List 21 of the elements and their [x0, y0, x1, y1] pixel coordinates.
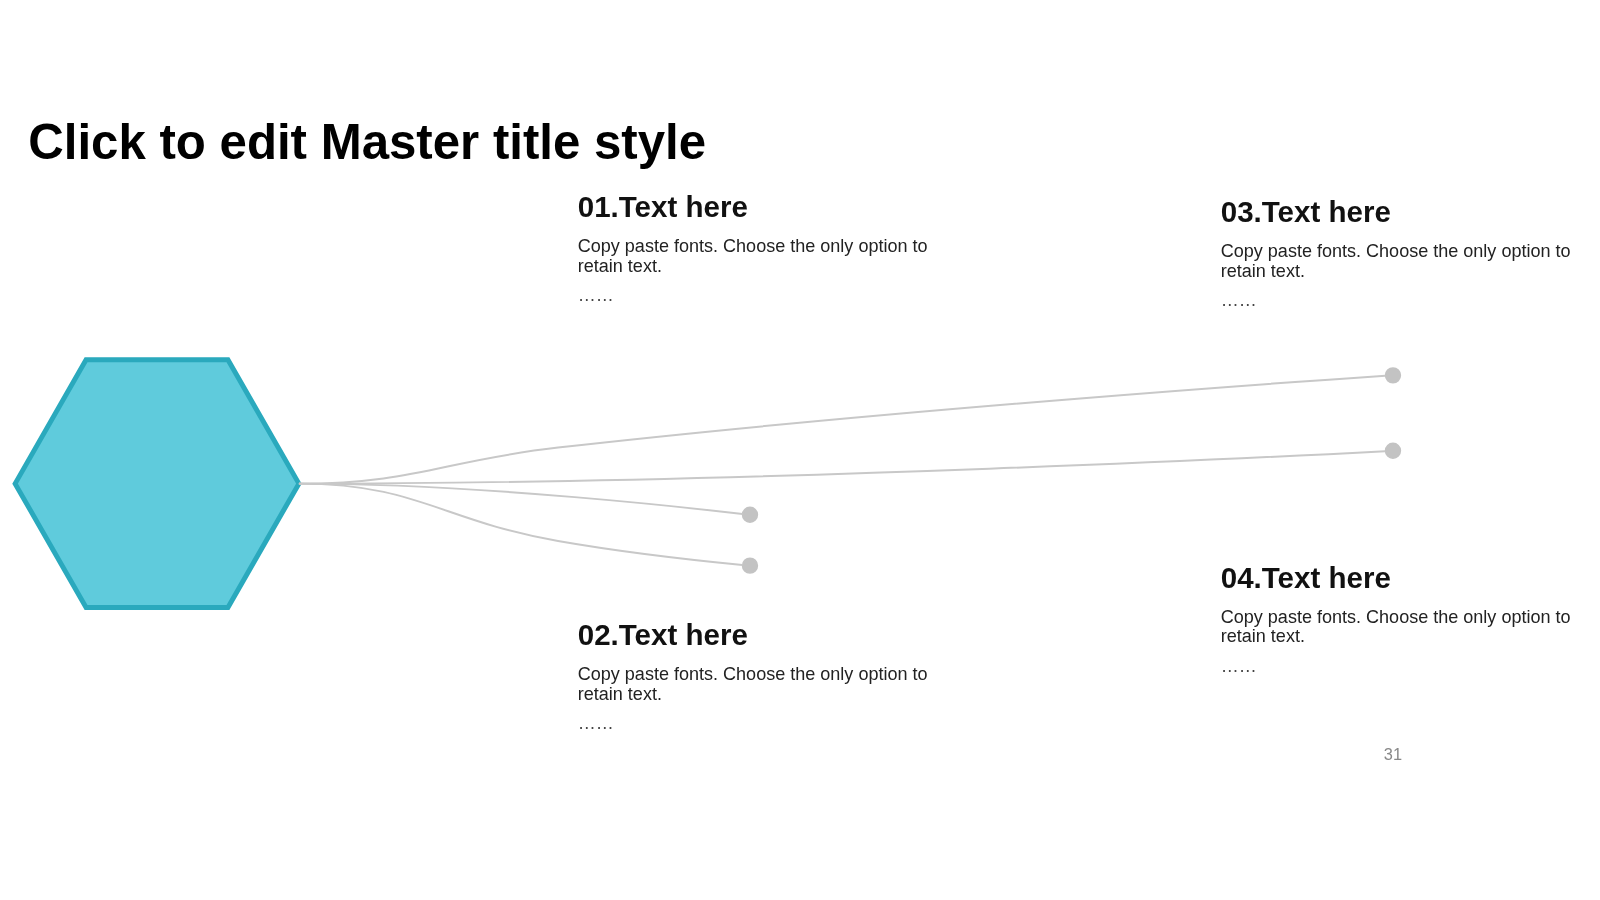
label: Copy paste fonts. Choose the only option to retain text.: [577, 236, 928, 276]
label: Copy paste fonts. Choose the only option to retain text.: [1220, 606, 1571, 647]
diagram-title: Click to edit Master title style: [28, 113, 707, 169]
label: 04.Text here: [1220, 560, 1391, 594]
connector: [297, 374, 1387, 485]
label: 31: [1383, 745, 1403, 764]
connector: [297, 450, 1387, 485]
label: 03.Text here: [1220, 194, 1391, 228]
node-circle: [1384, 442, 1402, 459]
node-hexagon: [12, 357, 302, 610]
node-circle: [741, 506, 759, 523]
label: Copy paste fonts. Choose the only option to retain text.: [577, 664, 928, 704]
label: ……: [1220, 290, 1257, 311]
label: Copy paste fonts. Choose the only option to retain text.: [1220, 240, 1571, 281]
label: 02.Text here: [577, 618, 748, 652]
label: ……: [1220, 655, 1257, 676]
label: ……: [577, 713, 614, 734]
label: 01.Text here: [577, 189, 748, 223]
label: ……: [577, 285, 614, 306]
node-circle: [1384, 367, 1402, 384]
node-circle: [741, 557, 759, 574]
